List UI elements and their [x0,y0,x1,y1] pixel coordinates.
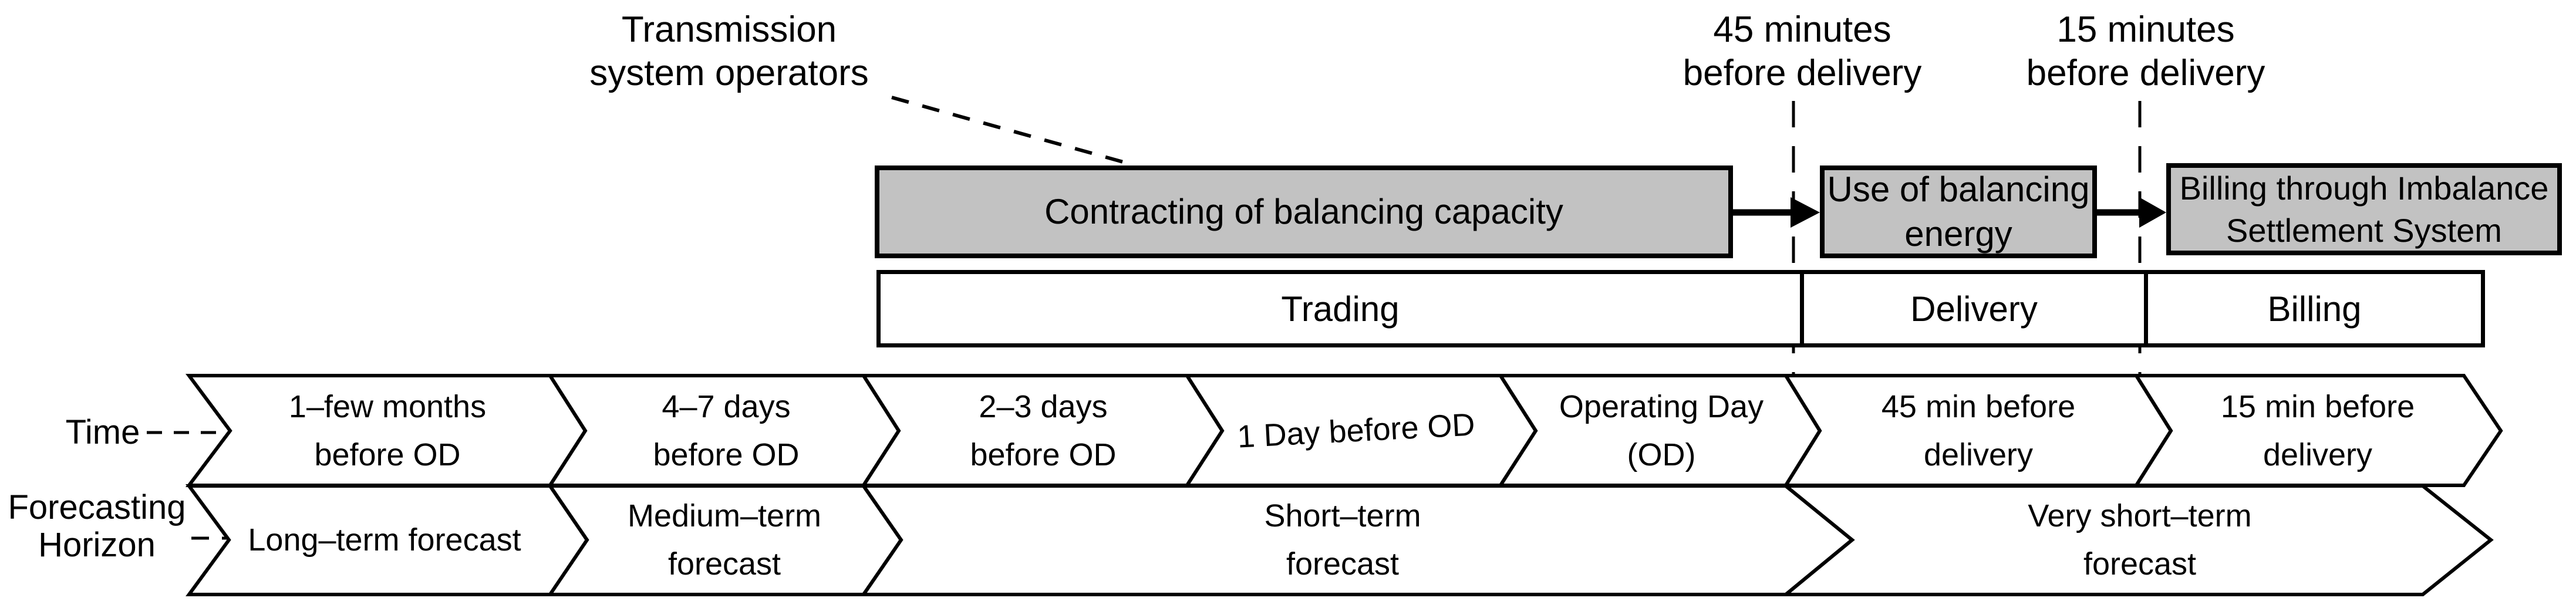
time-segment-label-1: 1–few months before OD [288,389,487,472]
time-segment-label-3: 2–3 days before OD [970,389,1117,472]
phase-box-delivery: Delivery [1800,270,2148,347]
time-chevron-7 [2133,374,2503,487]
forecasting-axis-label: Forecasting Horizon [8,488,186,564]
forecast-chevron-4 [1781,484,2494,596]
tso-label: Transmission system operators [589,9,869,93]
time-segment-label-6: 45 min before delivery [1881,389,2076,472]
forecast-segment-label-4: Very short–term forecast [2028,498,2252,582]
phase-box-billing: Billing [2144,270,2485,347]
process-box-billing-imbalance-settlement: Billing through Imbalance Settlement Sys… [2166,163,2562,255]
forecast-segment-label-1: Long–term forecast [248,522,521,558]
arrowhead-use-to-billing [2139,197,2166,228]
forecast-segment-label-3: Short–term forecast [1264,498,1421,582]
phase-box-trading: Trading [876,270,1804,347]
45-minutes-before-delivery-label: 45 minutes before delivery [1683,9,1922,93]
time-axis-label: Time [65,413,140,451]
forecast-segment-label-2: Medium–term forecast [627,498,822,582]
time-segment-label-7: 15 min before delivery [2220,389,2415,472]
time-segment-label-5: Operating Day (OD) [1559,389,1764,472]
process-box-use-of-balancing-energy: Use of balancing energy [1820,165,2097,258]
arrowhead-contracting-to-use [1791,197,1820,228]
tso-callout-dashed-line [891,96,1134,167]
time-segment-label-2: 4–7 days before OD [653,389,800,472]
process-box-contracting: Contracting of balancing capacity [875,165,1733,258]
15-minutes-before-delivery-label: 15 minutes before delivery [2026,9,2265,93]
